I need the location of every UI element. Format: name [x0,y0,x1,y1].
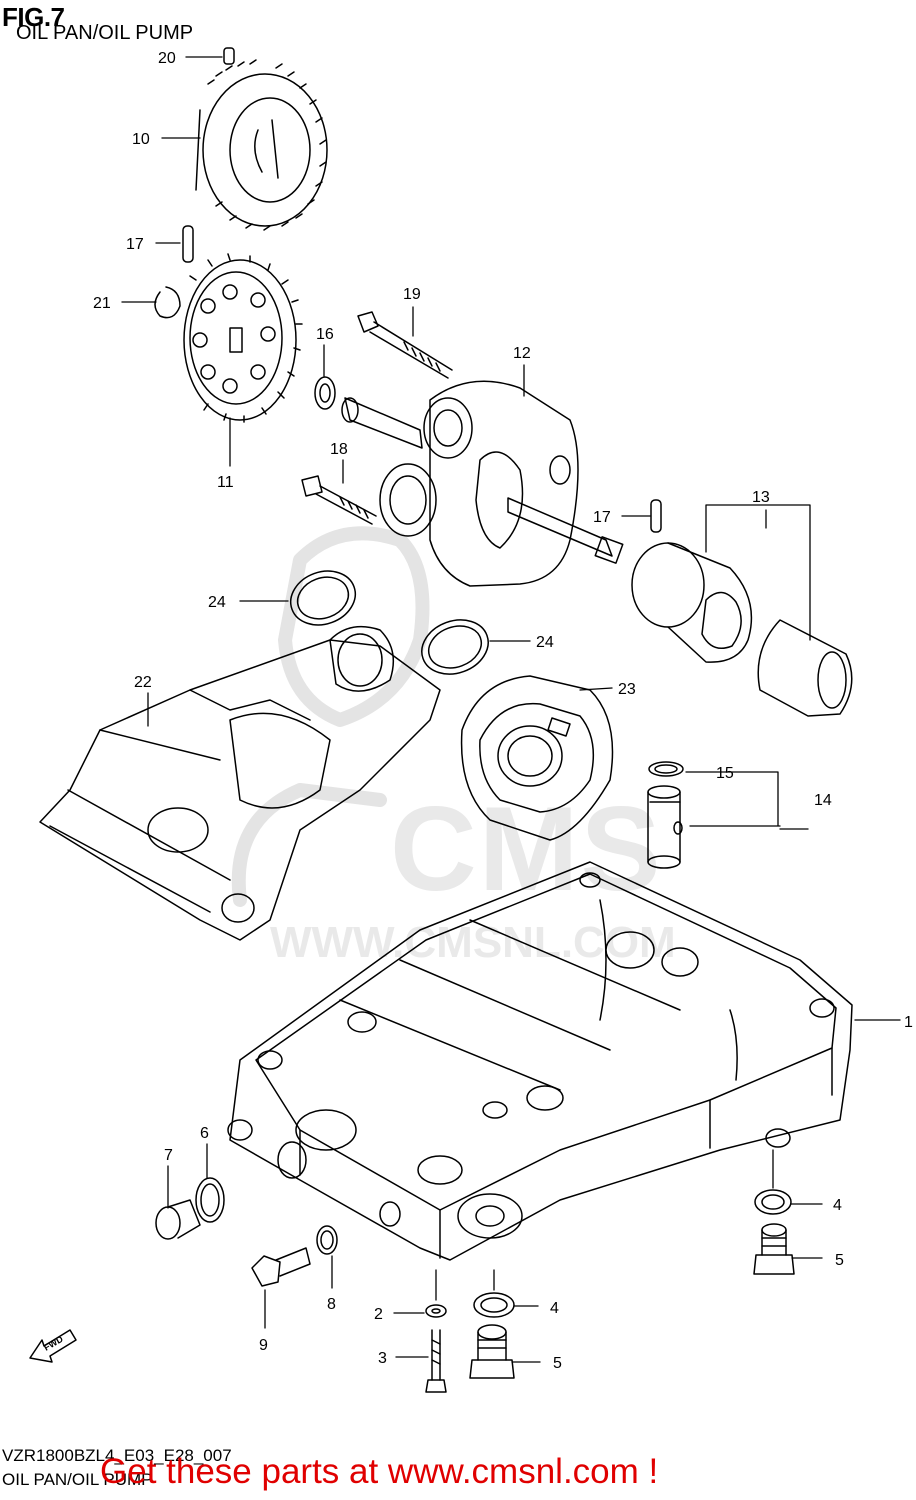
part-9-banjo-bolt [251,1247,311,1287]
part-15-oring [648,761,684,777]
part-4-gasket-right [754,1189,792,1215]
figure-title: FIG.7 [2,2,65,32]
watermark-brand: CMS [390,782,663,916]
callout-13: 13 [752,489,770,506]
callout-20: 20 [158,50,176,67]
callout-24-right: 24 [536,634,554,651]
part-8-gasket [316,1225,338,1255]
callout-22: 22 [134,674,152,691]
callout-1: 1 [904,1014,913,1031]
callout-numbers: 20 10 17 21 11 16 19 12 18 17 13 24 24 2… [93,50,913,1372]
diagram-code: VZR1800BZL4_E03_E28_007 [2,1446,232,1465]
part-3-bolt [425,1329,447,1393]
figure-subtitle: OIL PAN/OIL PUMP [16,22,194,44]
part-4-gasket-bottom [473,1292,515,1318]
leader-lines [121,56,901,1363]
callout-14: 14 [814,792,832,809]
callout-5-bottom: 5 [553,1355,562,1372]
callout-5-right: 5 [835,1252,844,1269]
part-17-pin-upper [182,225,194,263]
callout-4-bottom: 4 [550,1300,559,1317]
callout-16: 16 [316,326,334,343]
callout-17-upper: 17 [126,236,144,253]
callout-9: 9 [259,1337,268,1354]
watermark-mascot [231,526,430,907]
part-10-gear [195,59,328,231]
part-11-gear [183,253,303,423]
part-14-pipe [647,785,683,869]
callout-24-left: 24 [208,594,226,611]
part-24-oring-left [289,570,357,626]
callout-7: 7 [164,1147,173,1164]
part-24-oring-right [421,619,489,675]
callout-11: 11 [217,474,234,491]
part-23-strainer [460,675,614,841]
callout-21: 21 [93,295,111,312]
callout-6: 6 [200,1125,209,1142]
part-5-drain-plug-right [753,1223,795,1275]
callout-8: 8 [327,1296,336,1313]
part-12-oil-pump [341,380,624,587]
callout-3: 3 [378,1350,387,1367]
callout-12: 12 [513,345,531,362]
part-17-pin-right [650,499,662,533]
part-22-baffle [39,625,441,941]
part-2-washer [425,1304,447,1318]
part-1-oil-pan [227,861,853,1261]
part-18-bolt [301,475,377,525]
part-19-bolt [357,311,453,379]
part-21-circlip [154,286,181,319]
callout-23: 23 [618,681,636,698]
fwd-arrow-icon: FWD [29,1329,77,1363]
promo-link[interactable]: Get these parts at www.cmsnl.com ! [100,1452,659,1491]
part-16-washer [314,376,336,410]
callout-10: 10 [132,131,150,148]
callout-4-right: 4 [833,1197,842,1214]
footer-title: OIL PAN/OIL PUMP [2,1470,153,1489]
callout-2: 2 [374,1306,383,1323]
callout-15: 15 [716,765,734,782]
callout-17-right: 17 [593,509,611,526]
part-20-pin [223,47,235,65]
part-7-plug [155,1199,201,1240]
callout-18: 18 [330,441,348,458]
part-5-drain-plug-bottom [469,1324,515,1379]
part-6-gasket [195,1177,225,1223]
callout-19: 19 [403,286,421,303]
part-13-rotor-set [631,542,853,717]
